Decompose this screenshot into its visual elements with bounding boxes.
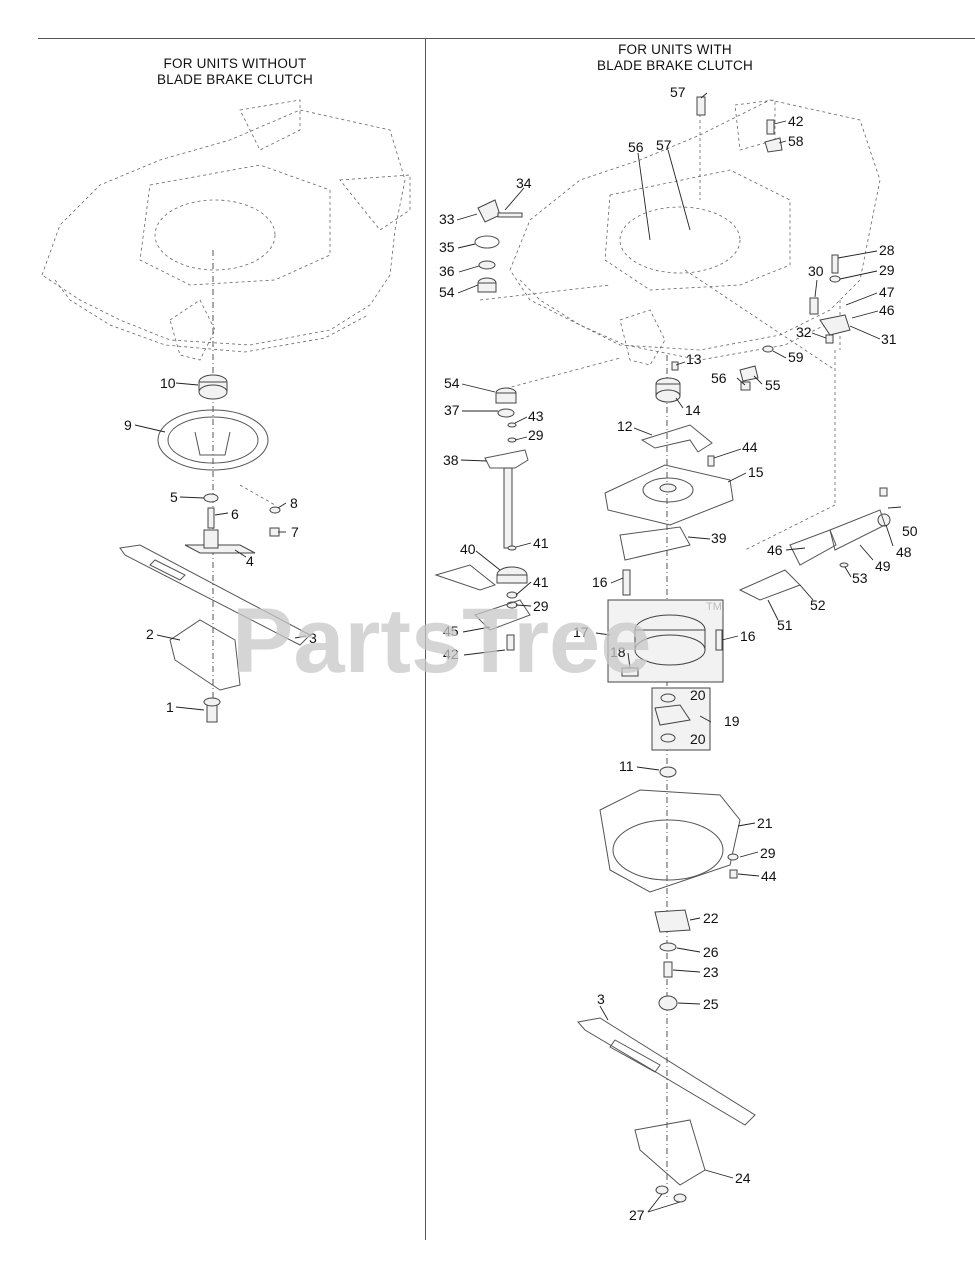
callout-23: 23 xyxy=(703,964,719,980)
callout-42-top: 42 xyxy=(788,113,804,129)
callout-43: 43 xyxy=(528,408,544,424)
callout-46-a: 46 xyxy=(879,302,895,318)
callout-45: 45 xyxy=(443,623,459,639)
callout-54: 54 xyxy=(439,284,455,300)
callout-3-right: 3 xyxy=(597,991,605,1007)
callout-37: 37 xyxy=(444,402,460,418)
left-title-line2: BLADE BRAKE CLUTCH xyxy=(157,72,313,87)
callout-6: 6 xyxy=(231,506,239,522)
callout-44-b: 44 xyxy=(761,868,777,884)
callout-11: 11 xyxy=(619,758,634,774)
callout-53: 53 xyxy=(852,570,868,586)
right-panel-title: FOR UNITS WITH BLADE BRAKE CLUTCH xyxy=(560,42,790,74)
callout-36: 36 xyxy=(439,263,455,279)
callout-35: 35 xyxy=(439,239,455,255)
callout-46-b: 46 xyxy=(767,542,783,558)
callout-49: 49 xyxy=(875,558,891,574)
callout-29-b: 29 xyxy=(528,427,544,443)
callout-22: 22 xyxy=(703,910,719,926)
callout-16-b: 16 xyxy=(740,628,756,644)
callout-33: 33 xyxy=(439,211,455,227)
panel-divider xyxy=(425,38,426,1240)
callout-19: 19 xyxy=(724,713,740,729)
callout-56: 56 xyxy=(628,139,644,155)
callout-25: 25 xyxy=(703,996,719,1012)
callout-40: 40 xyxy=(460,541,476,557)
callout-29-d: 29 xyxy=(760,845,776,861)
callout-1: 1 xyxy=(166,699,174,715)
callout-56-b: 56 xyxy=(711,370,727,386)
watermark: PartsTree TM xyxy=(232,590,722,692)
callout-59: 59 xyxy=(788,349,804,365)
callout-13: 13 xyxy=(686,351,702,367)
watermark-trademark: TM xyxy=(706,601,722,613)
right-deck xyxy=(479,99,881,1200)
callout-4: 4 xyxy=(246,553,254,569)
callout-3: 3 xyxy=(309,630,317,646)
right-parts xyxy=(434,96,891,1203)
callout-31: 31 xyxy=(881,331,897,347)
watermark-text: PartsTree xyxy=(232,590,651,692)
callout-14: 14 xyxy=(685,402,701,418)
callout-42-b: 42 xyxy=(443,646,459,662)
callout-15: 15 xyxy=(748,464,764,480)
callout-48: 48 xyxy=(896,544,912,560)
callout-41-b: 41 xyxy=(533,574,549,590)
callout-57: 57 xyxy=(656,137,672,153)
left-deck xyxy=(41,99,411,705)
callout-20-a: 20 xyxy=(690,687,706,703)
callout-52: 52 xyxy=(810,597,826,613)
callout-34: 34 xyxy=(516,175,532,191)
callout-32: 32 xyxy=(796,324,812,340)
callout-24: 24 xyxy=(735,1170,751,1186)
callout-7: 7 xyxy=(291,524,299,540)
callout-29-c: 29 xyxy=(533,598,549,614)
top-rule xyxy=(38,38,975,39)
right-callouts: 57 42 58 56 57 34 33 35 36 54 28 30 29 4… xyxy=(439,84,918,1223)
callout-27: 27 xyxy=(629,1207,645,1223)
callout-39: 39 xyxy=(711,530,727,546)
callout-57-top: 57 xyxy=(670,84,686,100)
left-parts xyxy=(119,374,311,723)
callout-16-a: 16 xyxy=(592,574,608,590)
callout-12: 12 xyxy=(617,418,633,434)
callout-30: 30 xyxy=(808,263,824,279)
callout-41-a: 41 xyxy=(533,535,549,551)
callout-28: 28 xyxy=(879,242,895,258)
callout-55: 55 xyxy=(765,377,781,393)
callout-58: 58 xyxy=(788,133,804,149)
callout-51: 51 xyxy=(777,617,793,633)
right-title-line2: BLADE BRAKE CLUTCH xyxy=(597,58,753,73)
callout-38: 38 xyxy=(443,452,459,468)
left-callouts: 10 9 5 8 6 7 4 2 3 1 xyxy=(124,375,317,715)
callout-5: 5 xyxy=(170,489,178,505)
left-panel-title: FOR UNITS WITHOUT BLADE BRAKE CLUTCH xyxy=(130,56,340,88)
right-title-line1: FOR UNITS WITH xyxy=(618,42,732,57)
callout-8: 8 xyxy=(290,495,298,511)
callout-26: 26 xyxy=(703,944,719,960)
callout-18: 18 xyxy=(610,644,626,660)
callout-44-a: 44 xyxy=(742,439,758,455)
callout-47: 47 xyxy=(879,284,895,300)
callout-54-b: 54 xyxy=(444,375,460,391)
callout-50: 50 xyxy=(902,523,918,539)
callout-29-a: 29 xyxy=(879,262,895,278)
callout-10: 10 xyxy=(160,375,176,391)
callout-21: 21 xyxy=(757,815,773,831)
left-title-line1: FOR UNITS WITHOUT xyxy=(163,56,307,71)
callout-9: 9 xyxy=(124,417,132,433)
callout-17: 17 xyxy=(573,624,589,640)
callout-2: 2 xyxy=(146,626,154,642)
callout-20-b: 20 xyxy=(690,731,706,747)
